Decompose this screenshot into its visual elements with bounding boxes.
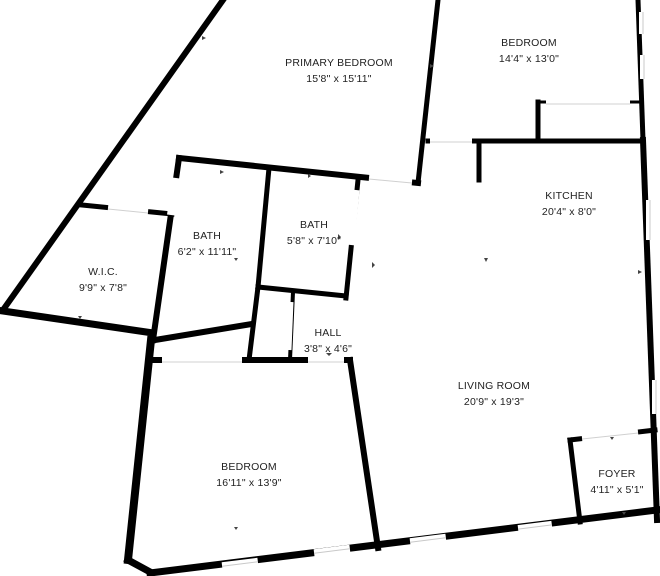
room-dimensions: 9'9" x 7'8" [79, 282, 127, 294]
room-foyer: FOYER 4'11" x 5'1" [590, 468, 643, 496]
room-name: BATH [300, 219, 328, 231]
room-name: W.I.C. [88, 266, 118, 278]
room-dimensions: 4'11" x 5'1" [590, 484, 643, 496]
room-bath-right: BATH 5'8" x 7'10" [287, 219, 341, 247]
wall-diagonal-west [0, 0, 227, 315]
wall-bedroom-east [346, 356, 382, 552]
room-name: BATH [193, 230, 221, 242]
room-dimensions: 15'8" x 15'11" [306, 73, 372, 85]
room-hall: HALL 3'8" x 4'6" [304, 327, 352, 355]
room-name: FOYER [598, 468, 635, 480]
room-dimensions: 14'4" x 13'0" [499, 53, 559, 65]
room-name: LIVING ROOM [458, 380, 530, 392]
room-bedroom-top: BEDROOM 14'4" x 13'0" [499, 37, 559, 65]
wall-wic-bottom [0, 307, 157, 337]
room-name: KITCHEN [545, 190, 593, 202]
room-dimensions: 20'9" x 19'3" [464, 396, 524, 408]
room-dimensions: 5'8" x 7'10" [287, 235, 341, 247]
room-bath-left: BATH 6'2" x 11'11" [178, 230, 237, 258]
windows [221, 12, 660, 571]
measure-marks [78, 36, 642, 530]
room-wic: W.I.C. 9'9" x 7'8" [79, 266, 127, 294]
room-kitchen: KITCHEN 20'4" x 8'0" [542, 190, 596, 218]
room-primary-bedroom: PRIMARY BEDROOM 15'8" x 15'11" [285, 57, 393, 85]
room-living-room: LIVING ROOM 20'9" x 19'3" [458, 380, 530, 408]
room-dimensions: 3'8" x 4'6" [304, 343, 352, 355]
window-south-3 [409, 533, 447, 547]
window-south-1 [221, 557, 259, 571]
door-hall-side [286, 301, 294, 351]
wall-bedroom-west [123, 335, 156, 565]
room-name: BEDROOM [221, 461, 277, 473]
wall-bath2-south [255, 284, 349, 299]
room-dimensions: 16'11" x 13'9" [216, 477, 282, 489]
wall-bedroom-sw [123, 555, 157, 576]
opening-lines [107, 103, 639, 440]
door-openings [107, 100, 639, 442]
wall-east [639, 136, 660, 524]
door-bath2-top [368, 174, 413, 186]
window-south-4 [517, 520, 553, 534]
door-wic [107, 204, 149, 216]
wall-bath1-south [151, 320, 256, 344]
wall-primary-east [415, 0, 441, 186]
door-foyer [581, 428, 639, 442]
room-name: PRIMARY BEDROOM [285, 57, 393, 69]
room-dimensions: 6'2" x 11'11" [178, 246, 237, 258]
wall-bath-divider [255, 165, 272, 290]
door-bath1 [167, 177, 180, 216]
room-dimensions: 20'4" x 8'0" [542, 206, 596, 218]
room-bedroom-bottom: BEDROOM 16'11" x 13'9" [216, 461, 282, 489]
room-name: BEDROOM [501, 37, 557, 49]
wall-foyer-west [567, 437, 583, 525]
wall-hall-west [246, 284, 261, 363]
room-name: HALL [314, 327, 341, 339]
window-south-2 [313, 544, 351, 558]
door-bath2 [347, 189, 360, 246]
